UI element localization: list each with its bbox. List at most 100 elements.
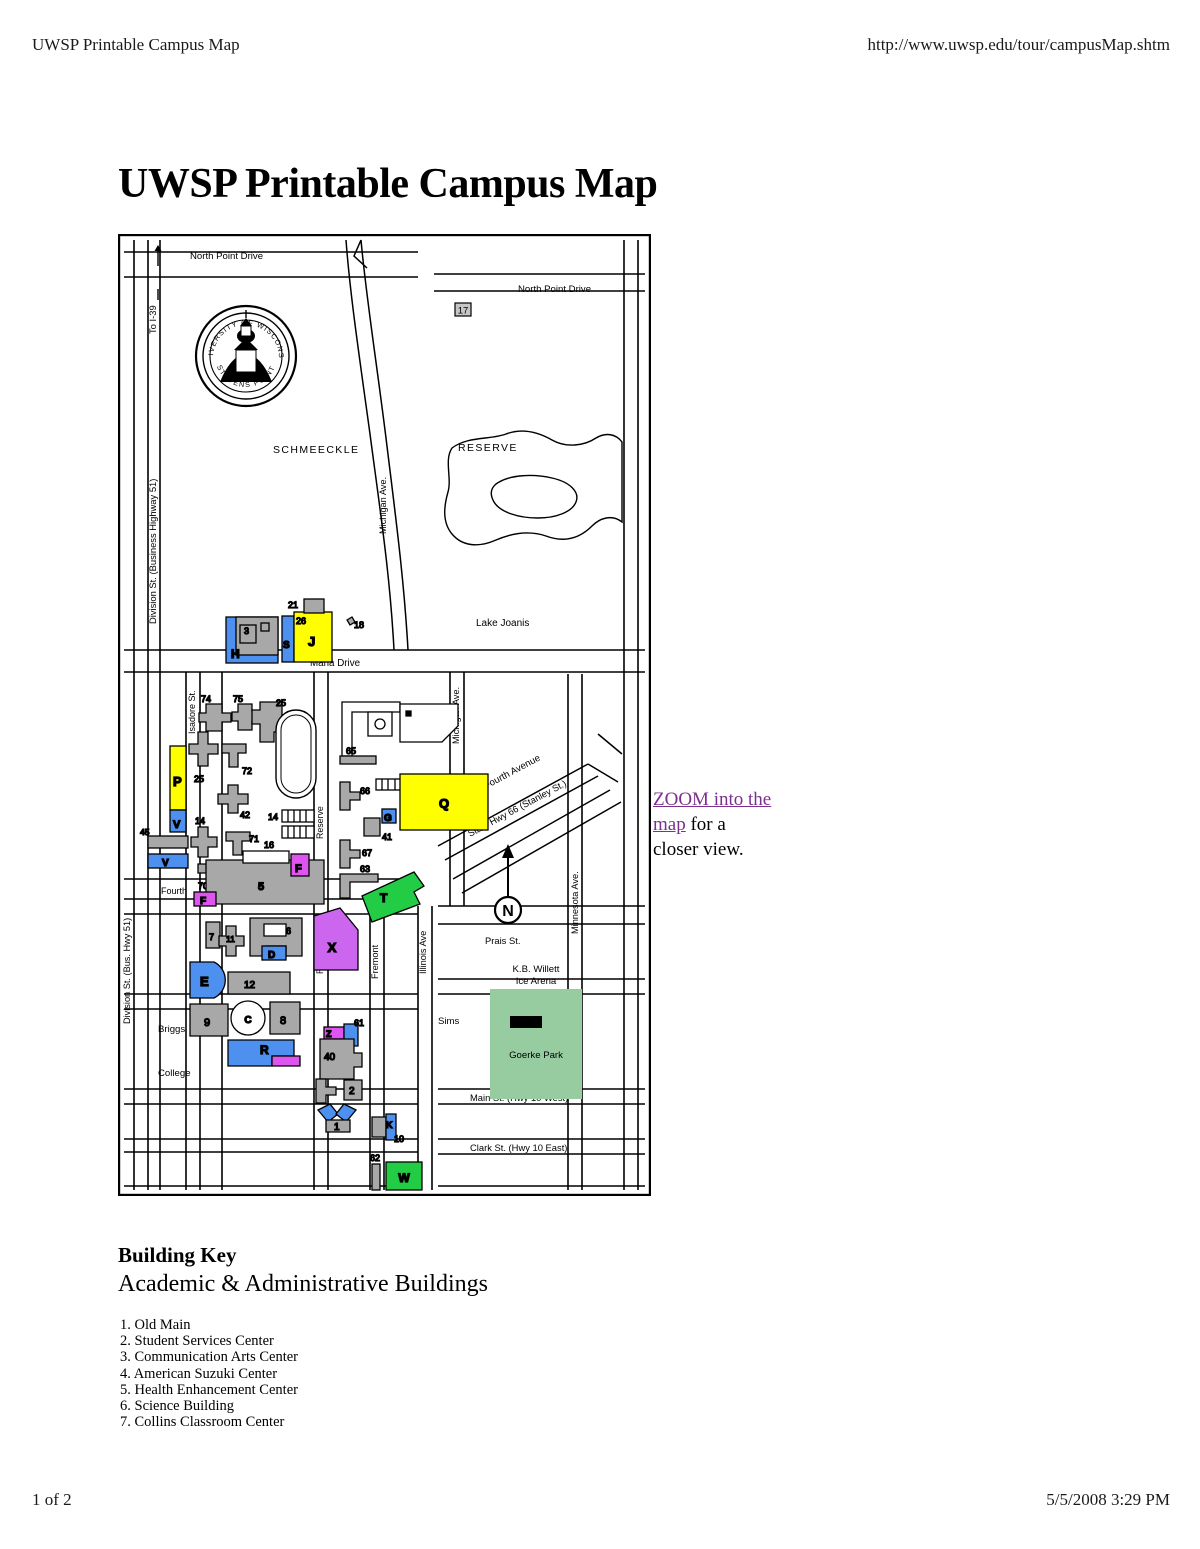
building-number-11: 11 xyxy=(226,934,235,944)
michigan-ave-creek xyxy=(345,239,409,651)
highway-marker-17: 17 xyxy=(454,302,472,317)
lot-letter-T: T xyxy=(380,891,388,905)
print-footer: 1 of 2 5/5/2008 3:29 PM xyxy=(0,1489,1200,1511)
building-key-heading: Building Key xyxy=(118,1243,237,1268)
zoom-note: ZOOM into the map for a closer view. xyxy=(653,787,775,862)
schmeeckle-label: SCHMEECKLE xyxy=(273,444,359,456)
building-number-25: 25 xyxy=(276,698,286,708)
lot-letter-X: X xyxy=(328,940,337,955)
lot-letter-D: D xyxy=(268,950,275,961)
print-header-url: http://www.uwsp.edu/tour/campusMap.shtm xyxy=(867,35,1170,54)
building-number-63: 63 xyxy=(360,864,370,874)
street-illinois-ave: Illinois Ave xyxy=(418,931,428,974)
building-number-70: 71 xyxy=(249,834,259,844)
lot-letter-K: K xyxy=(386,1120,393,1130)
building-number-45: 45 xyxy=(140,827,150,837)
north-arrow-small xyxy=(154,245,162,300)
building-number-21: 21 xyxy=(288,600,298,610)
lake-joanis xyxy=(444,430,623,546)
building-number-61: 61 xyxy=(354,1018,364,1028)
building-number-67: 67 xyxy=(362,848,372,858)
lot-letter-E: E xyxy=(200,974,209,989)
building-number-73: 72 xyxy=(242,766,252,776)
lot-letter-Z: Z xyxy=(326,1029,332,1039)
building-number-5: 5 xyxy=(258,881,264,893)
building-number-14: 14 xyxy=(268,812,278,822)
building-number-74: 74 xyxy=(201,694,211,704)
building-number-7: 7 xyxy=(209,932,214,942)
building-number-26: 26 xyxy=(296,616,306,626)
building-number-40: 40 xyxy=(324,1052,336,1063)
building-number-65: 65 xyxy=(346,746,356,756)
page-title: UWSP Printable Campus Map xyxy=(118,161,658,208)
campus-buildings: 3 H S 21 26 J 18 P V 45 V 74 75 25 72 42… xyxy=(139,598,489,1191)
street-fremont: Fremont xyxy=(370,944,380,979)
kb-willett-line2: Ice Arena xyxy=(516,976,557,987)
lot-letter-W: W xyxy=(398,1171,410,1185)
list-item: 7. Collins Classroom Center xyxy=(120,1414,285,1431)
street-clark-st: Clark St. (Hwy 10 East) xyxy=(470,1142,567,1153)
building-number-3: 3 xyxy=(244,626,249,636)
street-minnesota-ave: Minnesota Ave. xyxy=(570,871,580,934)
street-michigan-ave-north: Michigan Ave. xyxy=(378,477,388,534)
street-briggs: Briggs xyxy=(158,1024,185,1035)
building-key-list: 1. Old Main 2. Student Services Center 3… xyxy=(120,1317,298,1430)
building-number-6: 6 xyxy=(286,926,291,936)
building-number-41: 41 xyxy=(382,832,392,842)
street-isadore: Isadore St. xyxy=(187,690,197,734)
lot-letter-Q: Q xyxy=(439,796,449,811)
street-north-point-drive-west: North Point Drive xyxy=(190,251,263,262)
zoom-note-tail: for a closer view. xyxy=(653,814,744,860)
reserve-area-label: RESERVE xyxy=(458,442,518,454)
uwsp-seal-logo: UNIVERSITY OF WISCONSIN STEVENS POINT xyxy=(194,304,298,408)
building-number-75: 75 xyxy=(233,694,243,704)
lot-letter-P: P xyxy=(173,774,182,789)
zoom-into-map-link[interactable]: ZOOM into the map xyxy=(653,789,772,835)
building-number-66: 66 xyxy=(360,786,370,796)
street-maria-drive: Maria Drive xyxy=(310,658,361,669)
lot-letter-H: H xyxy=(231,647,240,661)
highway-marker-label: 17 xyxy=(458,306,469,317)
building-number-68: 70 xyxy=(198,881,208,891)
lot-letter-J: J xyxy=(308,634,315,649)
street-prais-st: Prais St. xyxy=(485,935,520,946)
lot-letter-S: S xyxy=(283,640,290,651)
lot-letter-F2: F xyxy=(200,896,206,907)
lot-letter-R: R xyxy=(260,1043,269,1057)
compass-label: N xyxy=(502,903,514,920)
street-division-north: Division St. (Business Highway 51) xyxy=(147,479,158,624)
building-number-42: 42 xyxy=(240,810,250,820)
building-number-8: 8 xyxy=(280,1015,286,1027)
building-number-2: 2 xyxy=(349,1086,355,1097)
building-number-16: 16 xyxy=(264,840,274,850)
campus-map: UNIVERSITY OF WISCONSIN STEVENS POINT 17… xyxy=(118,234,651,1196)
building-number-62: 62 xyxy=(370,1153,380,1163)
list-item: 3. Communication Arts Center xyxy=(120,1349,299,1366)
street-north-point-drive-east: North Point Drive xyxy=(518,284,591,295)
building-key-subheading: Academic & Administrative Buildings xyxy=(118,1271,488,1297)
street-fourth: Fourth xyxy=(161,886,187,896)
building-number-9: 9 xyxy=(204,1017,210,1029)
list-item: 5. Health Enhancement Center xyxy=(120,1381,298,1398)
street-reserve-north: Reserve xyxy=(315,806,325,839)
lot-letter-F1: F xyxy=(295,863,302,875)
lake-joanis-label: Lake Joanis xyxy=(476,618,529,629)
building-number-18: 18 xyxy=(354,620,364,630)
list-item: 6. Science Building xyxy=(120,1398,234,1415)
street-to-i-39: To I-39 xyxy=(147,305,158,334)
building-number-10: 10 xyxy=(394,1134,404,1144)
print-header: UWSP Printable Campus Map http://www.uws… xyxy=(0,34,1200,56)
goerke-park-label: Goerke Park xyxy=(509,1050,563,1061)
lot-letter-G: G xyxy=(384,813,392,824)
list-item: 2. Student Services Center xyxy=(120,1333,274,1350)
goerke-park: K.B. Willett Ice Arena Goerke Park xyxy=(490,964,582,1099)
street-college: College xyxy=(158,1068,191,1079)
list-item: 1. Old Main xyxy=(120,1317,191,1333)
diagonal-highway xyxy=(437,733,623,894)
lot-letter-V2: V xyxy=(162,858,169,869)
page-number: 1 of 2 xyxy=(32,1490,72,1509)
compass-rose: N xyxy=(493,844,523,925)
lot-letter-C: C xyxy=(244,1015,251,1026)
street-division-south: Division St. (Bus. Hwy 51) xyxy=(122,918,132,1024)
building-number-72: 25 xyxy=(194,774,204,784)
